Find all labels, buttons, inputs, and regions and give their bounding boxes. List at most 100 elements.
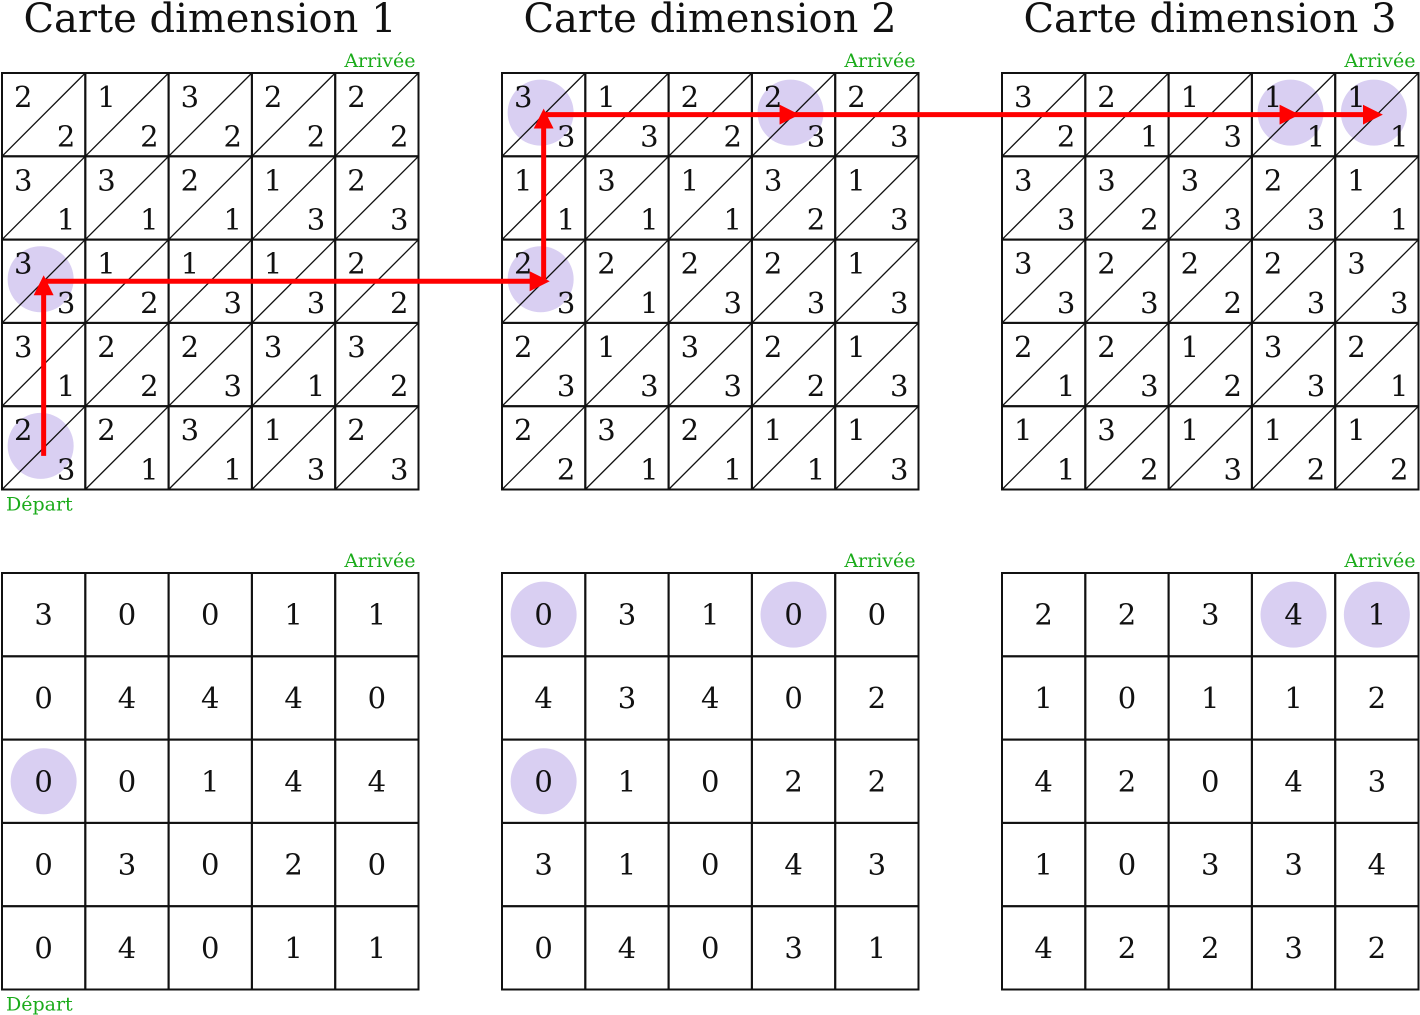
upper-value: 3 [347,330,365,364]
value-cell: 3 [750,905,837,991]
value-cell: 0 [750,655,837,741]
upper-value: 2 [681,413,699,447]
value-cell: 0 [1,655,87,741]
cell-value: 4 [368,764,386,798]
split-cell: 12 [1167,321,1253,408]
cell-diagonal [668,155,753,241]
upper-value: 1 [681,163,699,197]
cell-value: 3 [1284,848,1302,882]
upper-value: 2 [264,80,282,114]
value-cell: 0 [834,572,920,658]
end-label: Arrivée [1343,50,1415,72]
cell-diagonal [84,155,170,241]
upper-value: 1 [97,80,115,114]
upper-value: 3 [181,413,199,447]
highlight-circle [1260,581,1327,648]
value-cell: 4 [501,655,587,741]
map-title: Carte dimension 1 [23,0,396,42]
cell-value: 0 [784,598,802,632]
upper-value: 1 [1264,413,1282,447]
cell-value: 1 [1034,848,1052,882]
value-cell: 2 [1001,572,1087,658]
cell-value: 2 [1368,931,1386,965]
cell-value: 4 [1284,598,1302,632]
value-cell: 3 [1250,905,1337,991]
lower-value: 2 [1057,119,1075,153]
upper-value: 1 [264,163,282,197]
cell-value: 3 [784,931,802,965]
cell-value: 0 [701,764,719,798]
cell-diagonal [1084,405,1170,490]
upper-value: 1 [1347,163,1365,197]
value-cell: 1 [667,572,753,658]
cell-value: 0 [534,931,552,965]
upper-value: 2 [514,330,532,364]
cell-diagonal [1084,322,1170,407]
value-cell: 1 [1001,655,1087,741]
cell-diagonal [168,405,253,490]
cell-diagonal [1,72,86,157]
value-cell: 4 [84,905,170,991]
value-cell: 2 [250,821,337,908]
split-cell: 11 [750,405,837,491]
upper-value: 2 [347,247,365,281]
upper-value: 2 [14,413,32,447]
cell-diagonal [1,155,86,241]
cell-border [834,905,920,991]
cell-value: 1 [284,598,302,632]
lower-value: 3 [1223,203,1241,237]
lower-value: 2 [390,119,408,153]
split-cell: 32 [334,321,420,408]
split-cell: 13 [834,238,920,324]
cell-diagonal [1168,405,1253,490]
split-cell: 21 [167,155,253,241]
cell-diagonal [1001,155,1086,241]
lower-value: 1 [223,203,241,237]
cell-value: 4 [534,681,552,715]
value-cell: 0 [167,905,253,991]
cell-diagonal [1168,322,1253,407]
upper-value: 1 [1264,80,1282,114]
cell-diagonal [1334,322,1419,407]
cell-value: 0 [1118,681,1136,715]
lower-value: 3 [890,286,908,320]
lower-value: 3 [807,286,825,320]
upper-value: 3 [97,163,115,197]
lower-value: 2 [807,369,825,403]
lower-value: 3 [1307,369,1325,403]
top-grid: 3221131111333233231133232223332123123321… [1001,72,1420,491]
top-grid: 2212322222313121132333121313223122233132… [1,72,420,491]
lower-value: 2 [723,119,741,153]
split-cell: 12 [1250,405,1337,491]
cell-value: 3 [868,848,886,882]
split-cell: 23 [1084,321,1170,408]
cell-value: 1 [1368,598,1386,632]
cell-value: 0 [34,681,52,715]
upper-value: 3 [1347,247,1365,281]
cell-diagonal [668,239,753,324]
lower-value: 2 [140,286,158,320]
split-cell: 13 [250,155,337,241]
lower-value: 1 [140,453,158,487]
lower-value: 3 [1057,203,1075,237]
start-label: Départ [6,994,73,1015]
top-grid: 3313222323113111321323212323132313332213… [501,72,920,491]
split-cell: 21 [1001,321,1087,408]
split-cell: 21 [584,238,670,324]
value-cell: 1 [250,905,337,991]
value-cell: 2 [1084,905,1170,991]
cell-diagonal [334,72,419,157]
end-label: Arrivée [343,550,415,572]
split-cell: 13 [834,155,920,241]
cell-value: 2 [1201,931,1219,965]
highlight-circle [1343,581,1410,648]
cell-diagonal [334,322,419,407]
cell-value: 1 [1034,681,1052,715]
split-cell: 22 [750,321,837,408]
value-cell: 0 [167,572,253,658]
cell-border [834,405,920,491]
cell-diagonal [1084,239,1170,324]
cell-diagonal [1251,239,1336,324]
